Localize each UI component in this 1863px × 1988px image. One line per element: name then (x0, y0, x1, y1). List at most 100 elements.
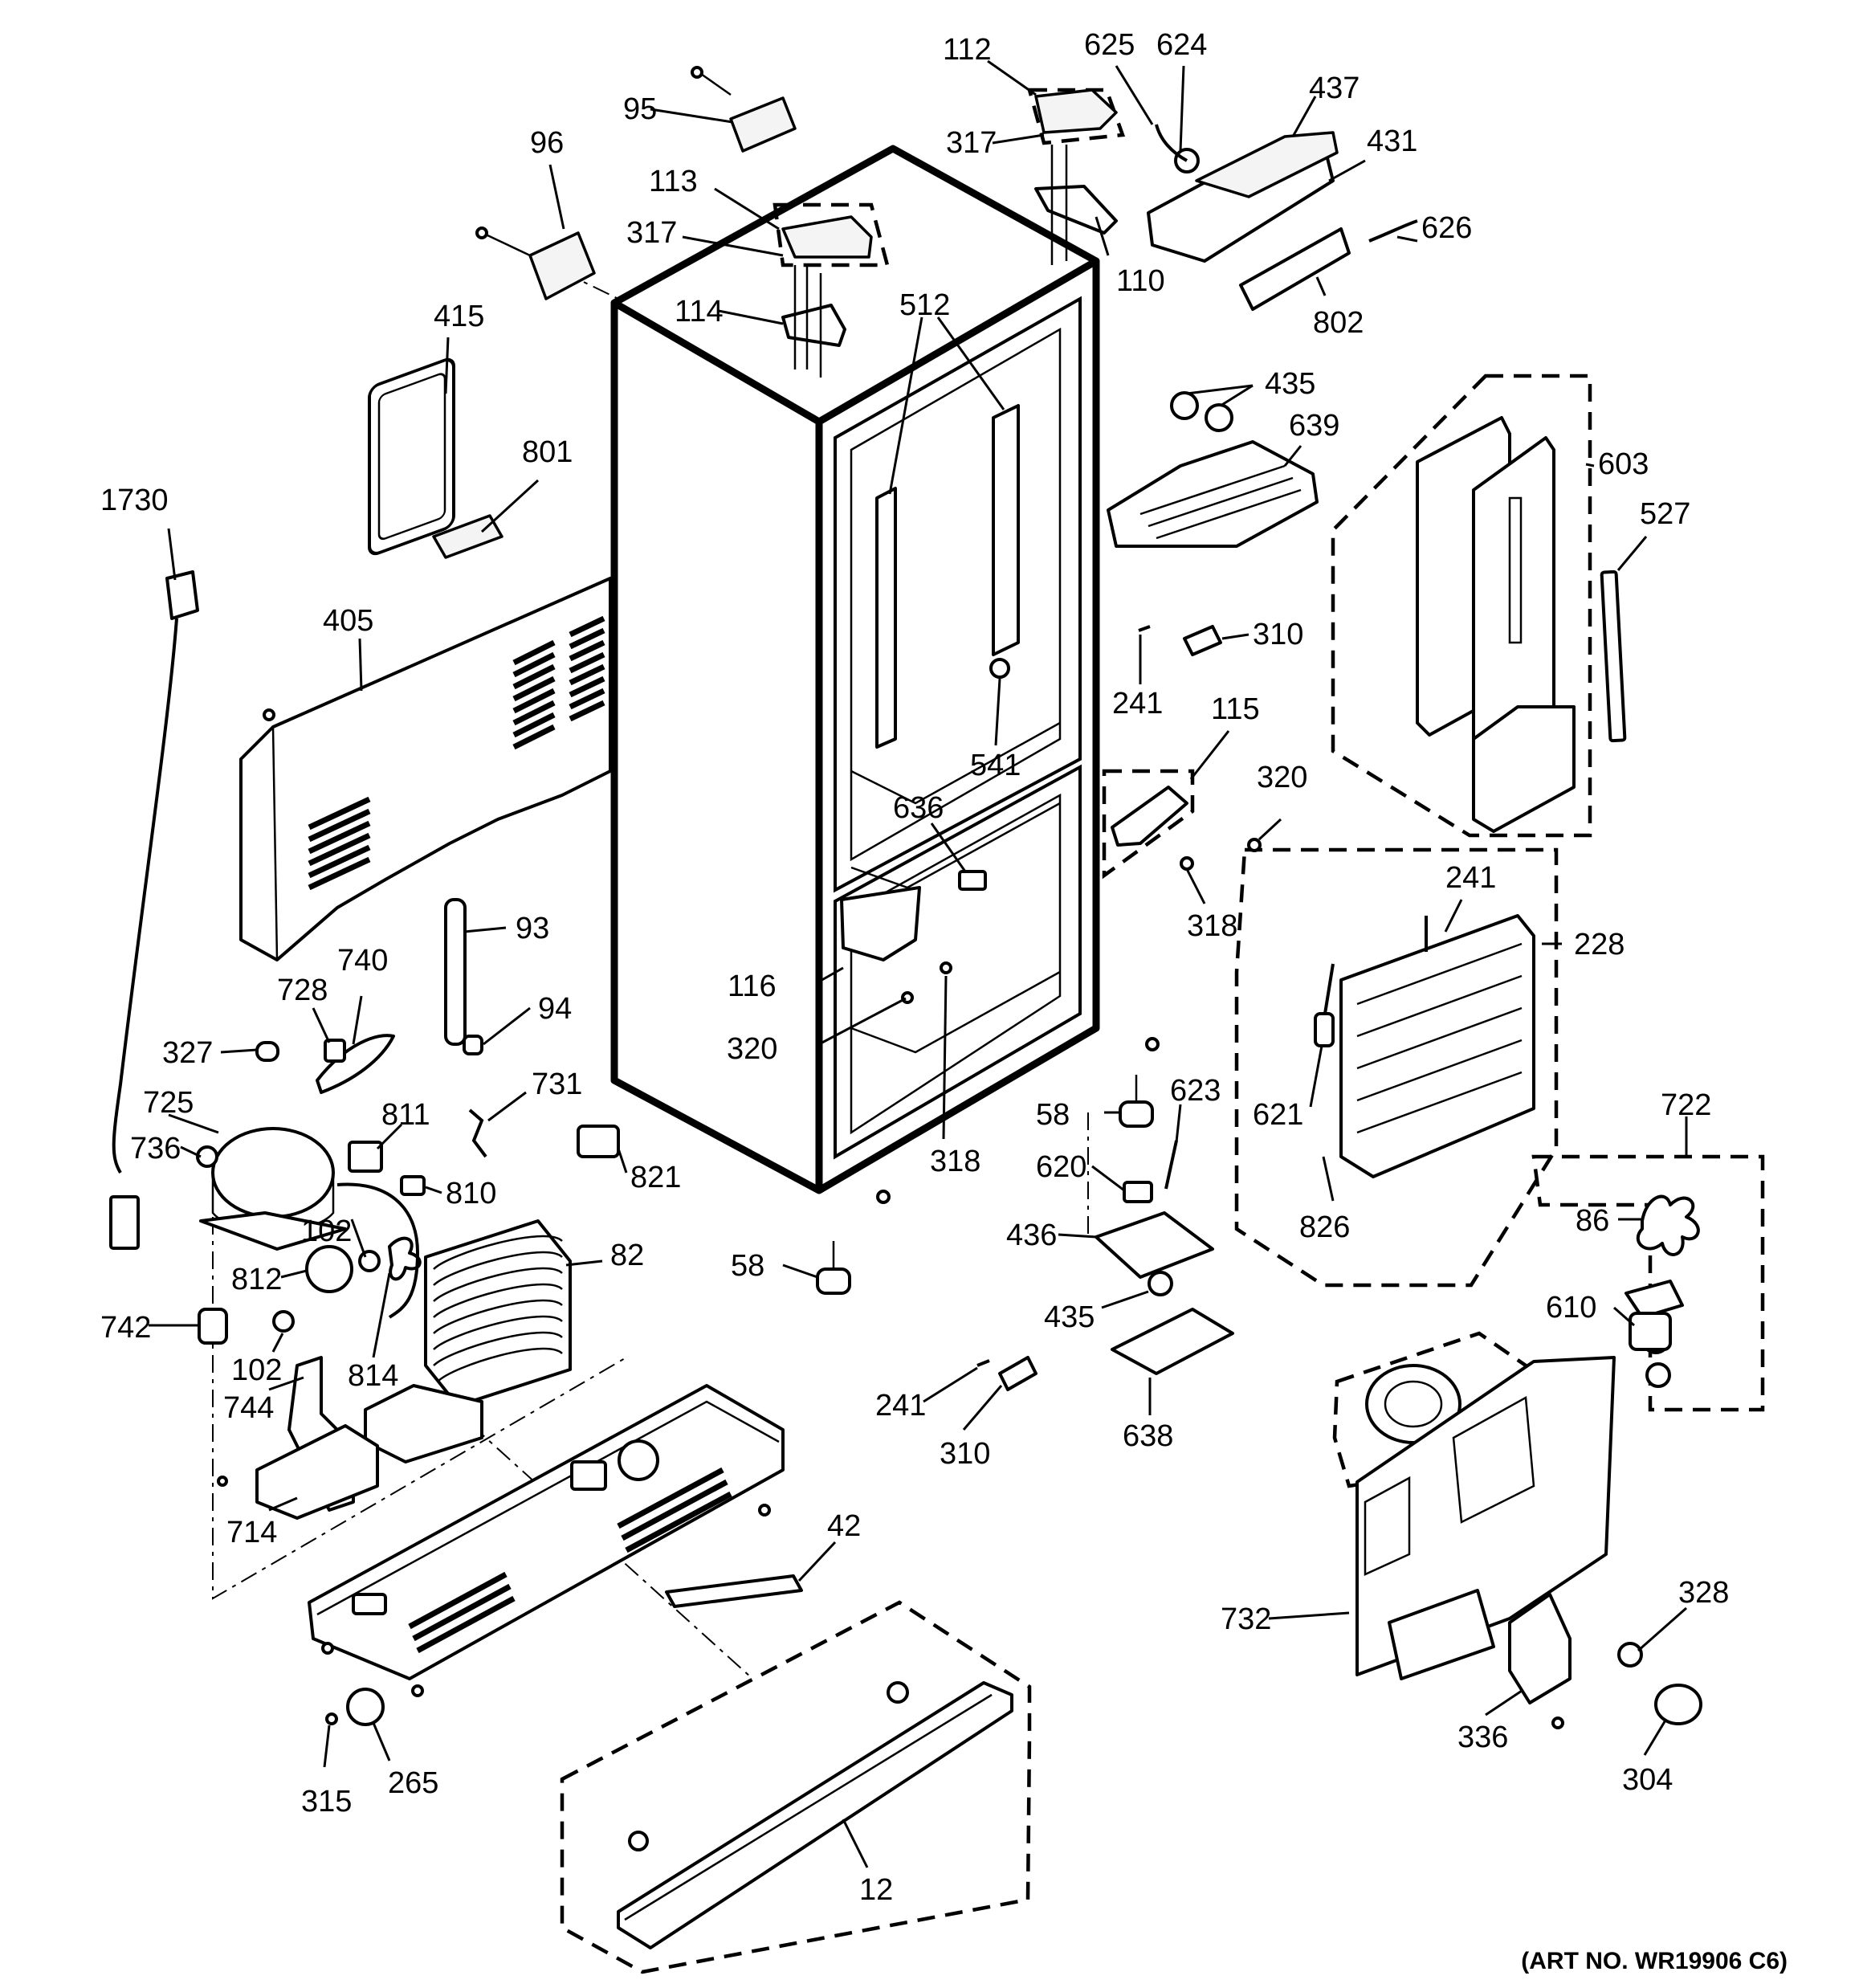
condenser-82 (424, 1219, 572, 1407)
screw-318b (1180, 856, 1194, 871)
fan-motor-610 (1629, 1312, 1672, 1351)
control-cover-437 (1195, 131, 1339, 198)
light-shield-639 (1107, 440, 1319, 548)
fan-blade-86 (1636, 1194, 1700, 1256)
evaporator-cover-732 (1355, 1356, 1616, 1676)
duct-box (1472, 705, 1576, 833)
callout-541: 541 (970, 749, 1021, 782)
callout-814: 814 (348, 1359, 398, 1393)
callout-318b: 318 (930, 1145, 980, 1178)
callout-102a: 102 (301, 1214, 352, 1248)
callout-12: 12 (859, 1873, 893, 1907)
bulb-435a (1170, 391, 1199, 420)
callout-431: 431 (1367, 125, 1417, 158)
rear-cover-405 (239, 577, 612, 961)
harness-731 (468, 1108, 487, 1158)
clip-241c (976, 1359, 990, 1367)
screw-base-1 (321, 1642, 334, 1655)
callout-265: 265 (388, 1766, 438, 1800)
spacer-742 (198, 1308, 228, 1345)
callout-320a: 320 (1257, 761, 1307, 794)
screw-base-3 (758, 1504, 771, 1517)
base-pan-plate (308, 1384, 785, 1680)
callout-512: 512 (899, 288, 950, 322)
access-panel-415 (368, 357, 455, 556)
callout-116: 116 (728, 970, 777, 1003)
cabinet-outer (610, 145, 1100, 1194)
callout-327: 327 (162, 1036, 213, 1070)
screw-320b (1247, 838, 1262, 852)
callout-740: 740 (337, 944, 388, 978)
group-outline-115 (1102, 769, 1195, 880)
callout-310a: 310 (1253, 618, 1303, 651)
callout-801: 801 (522, 435, 573, 469)
fan-assembly (1355, 1194, 1702, 1729)
cabinet (610, 145, 1262, 1204)
callout-527: 527 (1640, 497, 1690, 531)
callout-638: 638 (1123, 1419, 1173, 1453)
cord-clip (109, 1195, 140, 1250)
callout-812: 812 (231, 1263, 282, 1296)
harness-625 (1155, 124, 1188, 162)
callout-93: 93 (516, 912, 549, 945)
group-outline-12 (560, 1600, 1032, 1974)
power-plug-1730 (165, 570, 199, 620)
callout-110: 110 (1116, 264, 1165, 298)
screw-315 (325, 1712, 338, 1725)
hinge-cover-113 (781, 215, 873, 259)
harness-626 (1368, 219, 1418, 243)
rear-cover-vents (308, 615, 605, 891)
compressor-alignment-line (212, 1217, 627, 1600)
callout-714: 714 (226, 1516, 277, 1549)
bulb-435b (1205, 403, 1233, 432)
compressor-assembly (196, 1108, 620, 1520)
toe-grille (617, 1681, 1013, 1949)
callout-620: 620 (1036, 1150, 1086, 1184)
hinge-110 (1034, 185, 1118, 235)
gasket-310a (1183, 625, 1222, 656)
tubing-parts (255, 898, 483, 1094)
fresh-food-liner (850, 327, 1062, 862)
callout-728: 728 (277, 974, 328, 1007)
callout-310b: 310 (940, 1437, 990, 1471)
callout-96: 96 (530, 126, 564, 160)
group-outline-fan-housing (1332, 1331, 1528, 1488)
light-and-air-duct (1107, 391, 1627, 833)
top-left-parts (109, 66, 1118, 1250)
callout-437: 437 (1309, 71, 1360, 105)
pan-714 (255, 1424, 379, 1520)
callout-436: 436 (1006, 1219, 1057, 1252)
leader-lines (149, 59, 1688, 1868)
evaporator-228 (1314, 914, 1535, 1178)
callout-811: 811 (381, 1098, 430, 1132)
group-outline-228 (1234, 847, 1559, 1288)
callout-317a: 317 (946, 126, 997, 160)
shelf-rail-right (992, 404, 1020, 656)
leveler-58a (1119, 1100, 1154, 1128)
hinge-115 (1111, 786, 1188, 847)
callout-435a: 435 (1265, 367, 1315, 401)
grommet-102b (272, 1310, 295, 1333)
base-pan-vents (408, 1467, 732, 1654)
callout-626: 626 (1421, 211, 1472, 245)
bracket-95 (729, 96, 797, 153)
callout-58b: 58 (731, 1249, 764, 1283)
callout-742: 742 (100, 1311, 151, 1345)
group-outline-722 (1531, 1154, 1765, 1412)
callout-42: 42 (827, 1509, 861, 1543)
fastener-541 (989, 658, 1010, 679)
fan-blade-814 (388, 1236, 422, 1281)
screw-336 (1551, 1717, 1564, 1729)
callout-113: 113 (649, 165, 698, 198)
grommet-328 (1617, 1642, 1643, 1668)
evaporator-coil (1339, 914, 1535, 1178)
callout-639: 639 (1289, 409, 1339, 443)
callout-241b: 241 (1445, 861, 1496, 895)
light-cover-638 (1111, 1308, 1234, 1375)
callout-320b: 320 (727, 1032, 777, 1066)
callout-603: 603 (1598, 447, 1649, 481)
fan-grommet-2 (1645, 1362, 1671, 1388)
grommet-on-base (618, 1439, 659, 1481)
callout-241c: 241 (875, 1389, 926, 1423)
label-801 (432, 514, 503, 559)
